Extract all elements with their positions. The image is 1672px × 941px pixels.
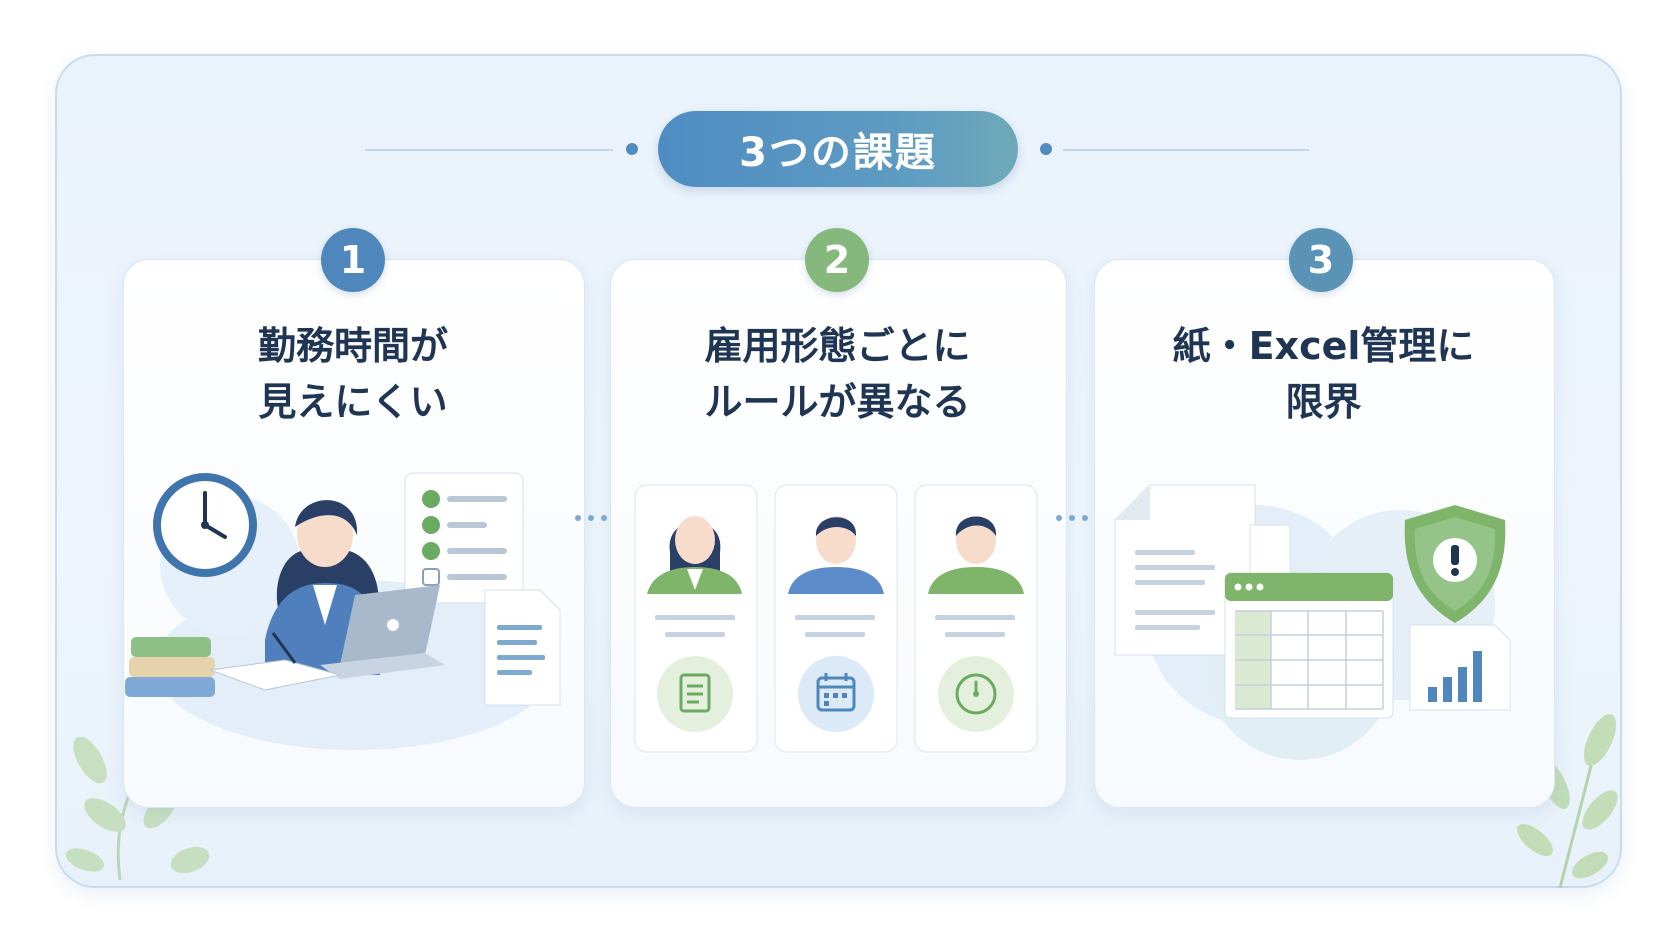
card-2-title-line1: 雇用形態ごとに (704, 324, 971, 368)
clock-icon (153, 473, 257, 577)
laptop-icon (320, 585, 445, 679)
person-icon (928, 516, 1024, 594)
card-1-illustration (125, 472, 561, 750)
card-3-title: 紙・Excel管理に 限界 (1094, 318, 1553, 430)
card-3-title-line2: 限界 (1285, 380, 1362, 424)
clock-icon (955, 673, 997, 715)
employee-card-2 (774, 484, 898, 753)
header-dot-right (1040, 143, 1052, 155)
document-icon (484, 589, 561, 706)
spreadsheet-icon (1224, 572, 1394, 719)
person-icon (647, 516, 742, 594)
card-3-number: 3 (1289, 228, 1353, 292)
bar-chart-icon (1409, 624, 1511, 711)
connector-dots-2 (1056, 515, 1088, 521)
card-1-title: 勤務時間が 見えにくい (123, 318, 583, 430)
card-1-title-line1: 勤務時間が (257, 324, 448, 368)
checklist-icon (404, 472, 524, 604)
calendar-icon (816, 673, 856, 712)
leaf-decoration-right-icon (1516, 714, 1618, 889)
connector-dots-1 (575, 515, 607, 521)
card-3-title-line1: 紙・Excel管理に (1172, 324, 1475, 368)
card-2-number: 2 (805, 228, 869, 292)
employee-card-1 (634, 484, 758, 753)
header-title: 3つの課題 (658, 111, 1018, 187)
document-icon (679, 673, 711, 713)
card-1-title-line2: 見えにくい (258, 380, 448, 424)
shield-warning-icon (1404, 505, 1506, 623)
notebook-icon (209, 632, 341, 691)
card-2-title-line2: ルールが異なる (704, 380, 971, 424)
card-1-number: 1 (321, 228, 385, 292)
card-3-illustration (1114, 484, 1511, 760)
books-icon (125, 637, 215, 697)
header-dot-left (626, 143, 638, 155)
document-icon (1114, 484, 1256, 656)
card-2-title: 雇用形態ごとに ルールが異なる (610, 318, 1065, 430)
header-rule-right (1063, 149, 1309, 151)
person-icon (788, 516, 884, 594)
header-rule-left (365, 149, 613, 151)
card-2-illustration (634, 484, 1038, 753)
employee-card-3 (914, 484, 1038, 753)
